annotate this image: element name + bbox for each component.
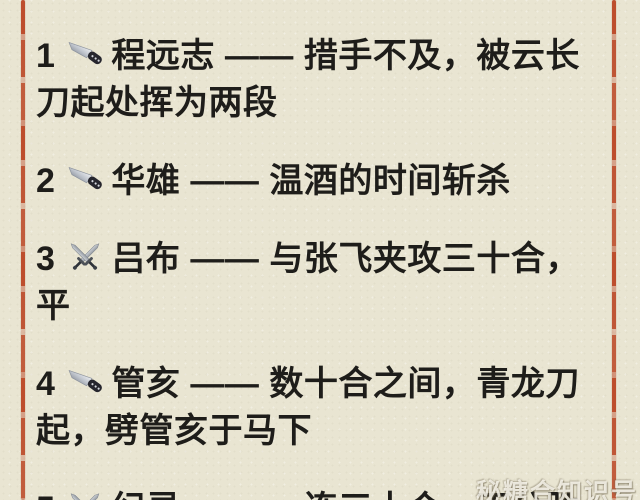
item-text: 管亥 —— 数十合之间，青龙刀起，劈管亥于马下	[36, 365, 580, 450]
left-border-rule	[21, 0, 25, 500]
item-number: 3	[36, 240, 56, 278]
item-number: 5	[36, 490, 55, 500]
right-border-rule	[612, 0, 616, 500]
item-number: 2	[36, 162, 56, 200]
list-item: 2 华雄 —— 温酒的时间斩杀	[36, 158, 600, 205]
watermark: 秘糖合知识号	[475, 479, 638, 500]
crossed-swords-icon	[65, 486, 105, 500]
crossed-swords-icon	[65, 236, 105, 276]
knife-icon	[65, 158, 105, 198]
item-number: 4	[36, 365, 56, 403]
item-text: 程远志 —— 措手不及，被云长刀起处挥为两段	[36, 37, 580, 122]
list-item: 1 程远志 —— 措手不及，被云长刀起处挥为两段	[36, 33, 600, 127]
list-item: 5 纪灵 —— 一连三十合，不分胜负	[36, 486, 600, 500]
knife-icon	[65, 361, 105, 401]
item-text: 华雄 —— 温酒的时间斩杀	[111, 162, 511, 200]
item-number: 1	[36, 37, 56, 75]
list-item: 4 管亥 —— 数十合之间，青龙刀起，劈管亥于马下	[36, 361, 600, 455]
knife-icon	[65, 33, 105, 73]
item-text: 纪灵 —— 一连三十合，不分胜负	[36, 490, 580, 500]
list-item: 3 吕布 —— 与张飞夹攻三十合，平	[36, 236, 600, 330]
item-text: 吕布 —— 与张飞夹攻三十合，平	[36, 240, 580, 325]
